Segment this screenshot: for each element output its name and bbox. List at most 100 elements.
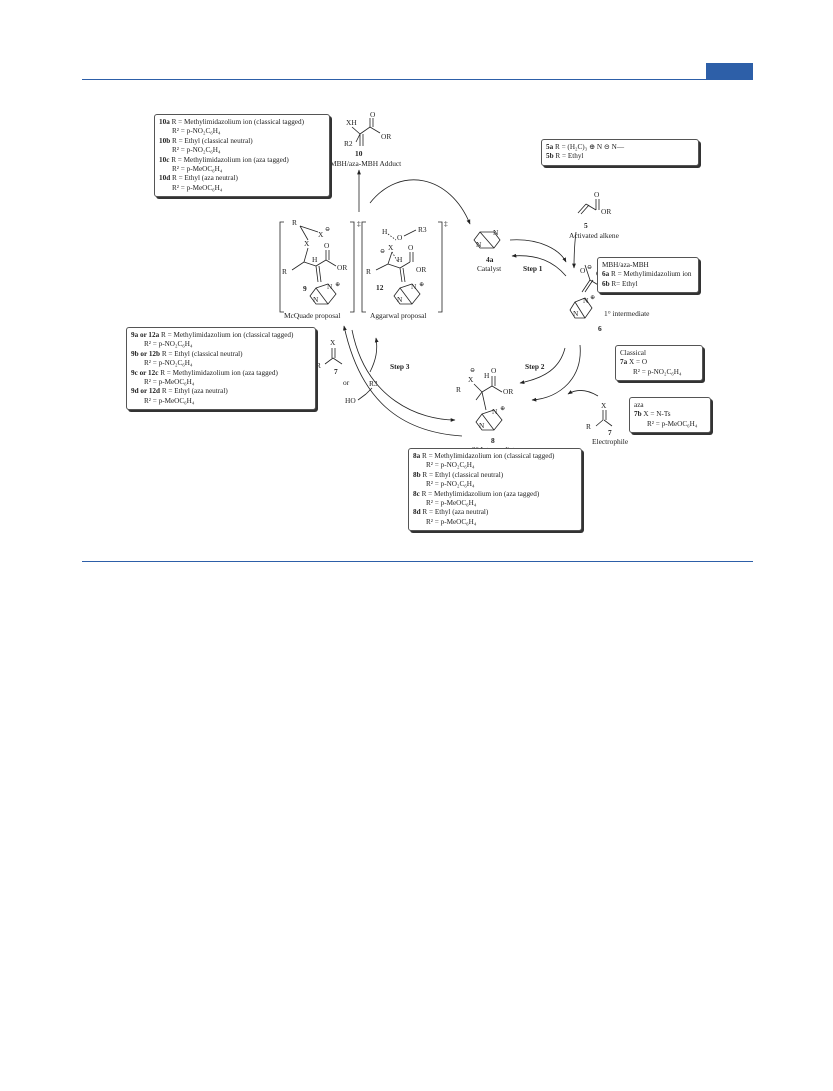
box7b-line: aza — [634, 401, 644, 409]
box7a-line: Classical — [620, 349, 646, 357]
ts-9-12-legend-box: 9a or 12a R = Methylimidazolium ion (cla… — [126, 327, 316, 411]
box10-line: R² = p-NO₂C₆H₄ — [172, 146, 221, 155]
svg-text:X: X — [304, 239, 310, 248]
svg-text:N: N — [479, 421, 485, 430]
svg-text:R3: R3 — [369, 379, 378, 388]
catalyst-4a-structure: N N 4a Catalyst — [473, 228, 502, 273]
svg-text:N: N — [476, 240, 482, 249]
svg-text:N: N — [411, 282, 417, 291]
box6-line: MBH/aza-MBH — [602, 261, 649, 269]
svg-text:⊕: ⊕ — [500, 406, 505, 412]
box9-line: 9a or 12a R = Methylimidazolium ion (cla… — [131, 331, 294, 339]
svg-text:R2: R2 — [344, 139, 353, 148]
svg-text:9: 9 — [303, 284, 307, 293]
alkene-5-legend-box: 5a R = (H₂C)₃ ⊕ N ⊝ N—5b R = Ethyl — [541, 139, 699, 166]
box6-line: 6a R = Methylimidazolium ion — [602, 270, 692, 279]
electrophile-7-structure: X R 7 Electrophile — [586, 401, 629, 446]
svg-text:H: H — [484, 371, 490, 380]
svg-text:7: 7 — [334, 367, 338, 376]
svg-text:R: R — [282, 267, 287, 276]
svg-text:1° intermediate: 1° intermediate — [604, 309, 650, 318]
svg-text:5: 5 — [584, 221, 588, 230]
svg-text:⊖: ⊖ — [587, 265, 592, 271]
svg-text:O: O — [594, 190, 600, 199]
box7b-line: 7b X = N-Ts — [634, 410, 671, 419]
svg-text:N: N — [583, 296, 589, 305]
svg-text:⊕: ⊕ — [590, 295, 595, 301]
svg-text:10: 10 — [355, 149, 363, 158]
mcquade-ts-9-structure: ‡ R X ⊖ X H R O OR N ⊕ N 9 McQu — [279, 218, 361, 320]
box8-line: R² = p-MeOC₆H₄ — [426, 517, 477, 526]
svg-text:O: O — [324, 241, 330, 250]
step-1-label: Step 1 — [523, 264, 543, 273]
box10-line: 10d R = Ethyl (aza neutral) — [159, 174, 238, 183]
box9-line: R² = p-MeOC₆H₄ — [144, 378, 195, 387]
svg-text:R: R — [586, 422, 591, 431]
cycle-arrows — [343, 169, 599, 437]
box7b-line: R² = p-MeOC₆H₄ — [647, 419, 698, 428]
svg-text:H: H — [382, 227, 388, 236]
svg-text:⊖: ⊖ — [470, 368, 475, 374]
svg-text:R3: R3 — [418, 225, 427, 234]
aggarwal-ts-12-structure: ‡ H O R3 ⊖ X H R O OR N ⊕ N 12 — [361, 219, 448, 320]
svg-text:H: H — [397, 255, 403, 264]
alkene-5-structure: O OR 5 Activated alkene — [569, 190, 620, 240]
svg-text:⊖: ⊖ — [325, 227, 330, 233]
box10-line: R² = p-MeOC₆H₄ — [172, 165, 223, 174]
svg-text:OR: OR — [601, 207, 611, 216]
svg-text:N: N — [492, 407, 498, 416]
svg-text:6: 6 — [598, 324, 602, 333]
svg-text:O: O — [408, 243, 414, 252]
box10-line: 10a R = Methylimidazolium ion (classical… — [159, 118, 304, 126]
box8-line: R² = p-NO₂C₆H₄ — [426, 480, 475, 489]
intermediate-8-structure: ⊖ X R H O OR N ⊕ N 8 2° Intermediate — [456, 366, 519, 454]
svg-text:H: H — [312, 255, 318, 264]
svg-text:N: N — [313, 295, 319, 304]
svg-text:XH: XH — [346, 118, 357, 127]
box9-line: 9c or 12c R = Methylimidazolium ion (aza… — [131, 368, 278, 377]
svg-text:Electrophile: Electrophile — [592, 437, 629, 446]
svg-text:O: O — [580, 266, 586, 275]
reagents-structure: X R 7 or HO R3 — [316, 338, 378, 405]
svg-text:N: N — [573, 309, 579, 318]
svg-text:R: R — [366, 267, 371, 276]
box6-line: 6b R= Ethyl — [602, 279, 638, 288]
svg-text:OR: OR — [337, 263, 347, 272]
box8-line: 8d R = Ethyl (aza neutral) — [413, 508, 489, 517]
page-number-tab — [706, 63, 753, 79]
step-2-label: Step 2 — [525, 362, 545, 371]
svg-text:Catalyst: Catalyst — [477, 264, 502, 273]
box10-line: R² = p-MeOC₆H₄ — [172, 183, 223, 192]
box9-line: R² = p-NO₂C₆H₄ — [144, 340, 193, 349]
svg-text:‡: ‡ — [444, 219, 448, 228]
svg-text:Aggarwal proposal: Aggarwal proposal — [370, 311, 426, 320]
box10-line: 10b R = Ethyl (classical neutral) — [159, 136, 253, 145]
svg-text:8: 8 — [491, 436, 495, 445]
box5-line: 5a R = (H₂C)₃ ⊕ N ⊝ N— — [546, 143, 625, 151]
svg-text:X: X — [318, 230, 324, 239]
box5-line: 5b R = Ethyl — [546, 152, 584, 161]
step-3-label: Step 3 — [390, 362, 410, 371]
svg-text:MBH/aza-MBH Adduct: MBH/aza-MBH Adduct — [330, 159, 402, 168]
box9-line: R² = p-NO₂C₆H₄ — [144, 359, 193, 368]
intermediate-8-legend-box: 8a R = Methylimidazolium ion (classical … — [408, 448, 582, 532]
svg-text:O: O — [491, 366, 497, 375]
svg-text:R: R — [456, 385, 461, 394]
box8-line: 8c R = Methylimidazolium ion (aza tagged… — [413, 489, 540, 498]
box7a-line: 7a X = O — [620, 358, 648, 367]
box8-line: 8b R = Ethyl (classical neutral) — [413, 470, 504, 479]
box8-line: 8a R = Methylimidazolium ion (classical … — [413, 452, 555, 460]
svg-text:McQuade proposal: McQuade proposal — [284, 311, 340, 320]
svg-text:O: O — [370, 110, 376, 119]
svg-text:R: R — [292, 218, 297, 227]
svg-text:OR: OR — [503, 387, 513, 396]
svg-text:OR: OR — [381, 132, 391, 141]
svg-text:N: N — [327, 282, 333, 291]
svg-text:X: X — [388, 243, 394, 252]
svg-text:O: O — [397, 233, 403, 242]
svg-text:4a: 4a — [486, 255, 494, 264]
svg-text:X: X — [330, 338, 336, 347]
svg-text:‡: ‡ — [357, 219, 361, 228]
